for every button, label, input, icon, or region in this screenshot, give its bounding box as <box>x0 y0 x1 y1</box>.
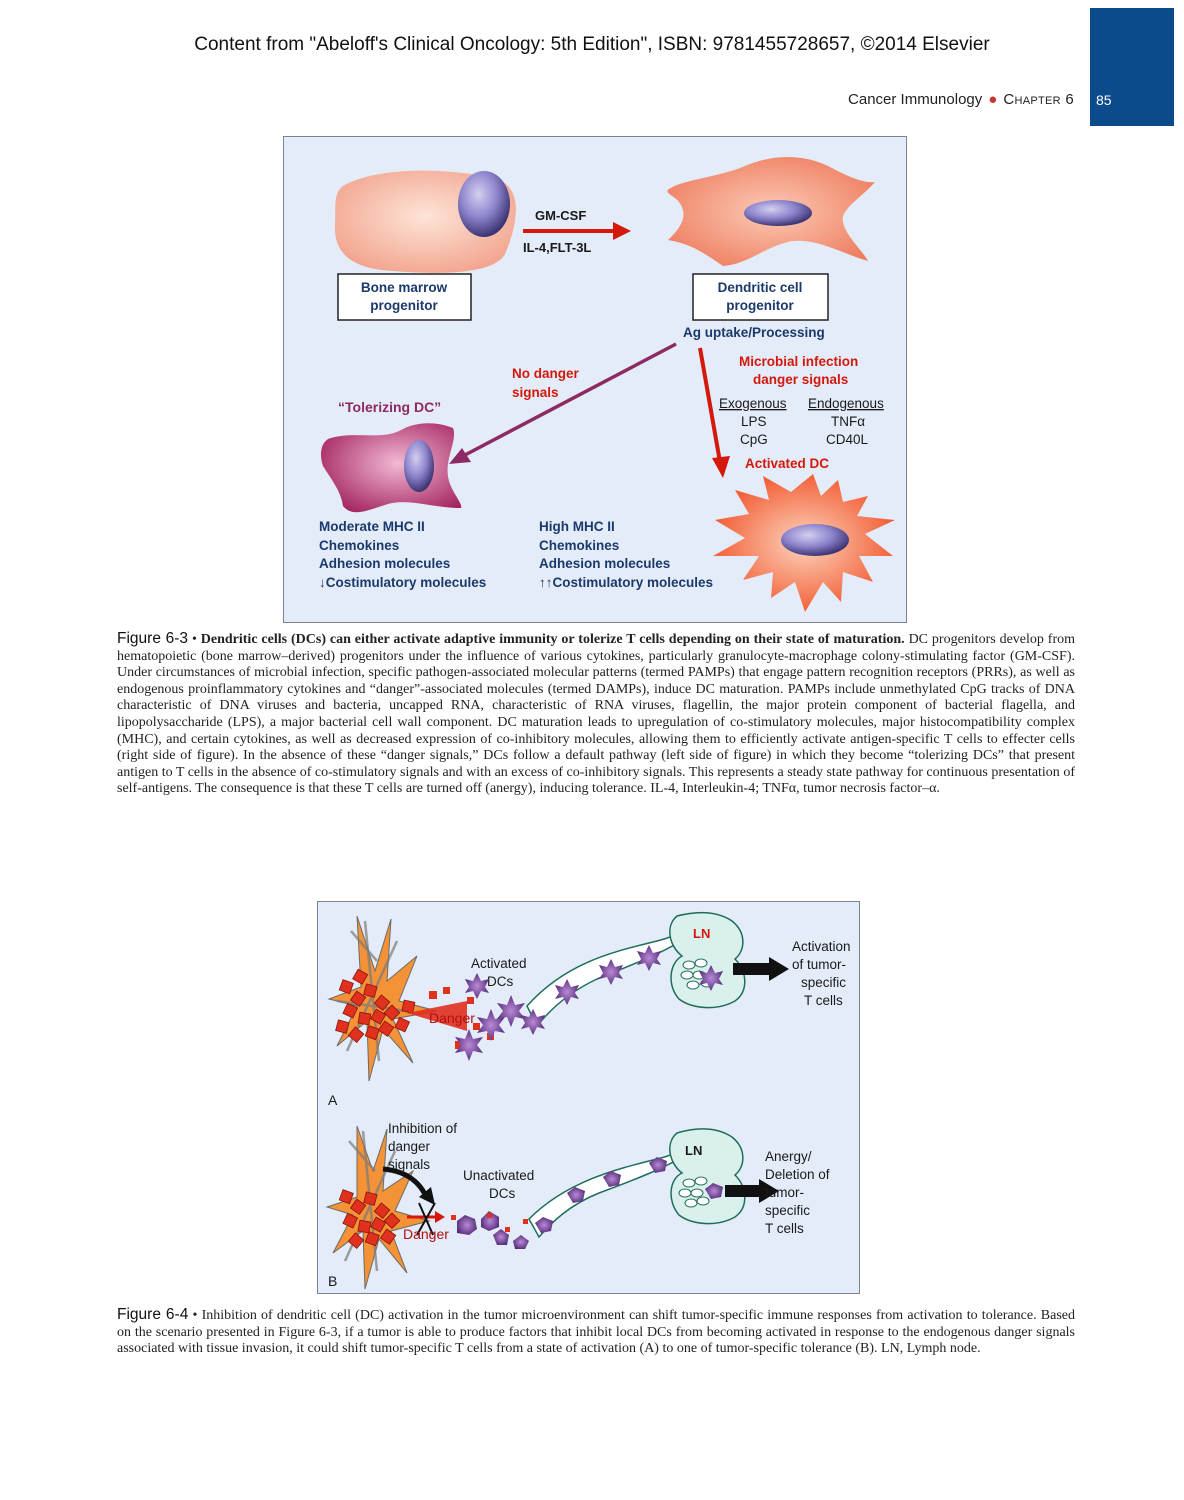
page-tab <box>1090 8 1174 126</box>
running-head: Cancer Immunology ● Chapter 6 <box>848 91 1074 108</box>
activated-dc-label: Activated DC <box>745 456 829 471</box>
danger-label-a: Danger <box>429 1010 475 1026</box>
arrowhead-icon <box>759 1179 779 1203</box>
result-arrow-b <box>725 1185 759 1197</box>
caption-title: Dendritic cells (DCs) can either activat… <box>200 632 905 647</box>
right-marker-1: High MHC II <box>539 519 615 534</box>
dc-progenitor-box <box>692 273 829 321</box>
bullet-icon: • <box>191 632 201 647</box>
copyright-notice: Content from "Abeloff's Clinical Oncolog… <box>194 34 990 55</box>
cpg-label: CpG <box>740 432 768 447</box>
dc-progenitor-label-2: progenitor <box>726 298 794 313</box>
tnfa-label: TNFα <box>831 414 865 429</box>
nucleus-icon <box>781 524 849 556</box>
result-a-3: specific <box>801 975 846 990</box>
endogenous-header: Endogenous <box>808 396 884 411</box>
left-marker-3: Adhesion molecules <box>319 556 450 571</box>
caption-body: DC progenitors develop from hematopoieti… <box>117 632 1076 797</box>
exogenous-header: Exogenous <box>719 396 787 411</box>
left-marker-2: Chemokines <box>319 538 399 553</box>
inhibition-label-1: Inhibition of <box>388 1121 457 1136</box>
left-marker-1: Moderate MHC II <box>319 519 425 534</box>
panel-a-label: A <box>328 1092 338 1108</box>
dc-progenitor-label-1: Dendritic cell <box>718 280 803 295</box>
result-b-5: T cells <box>765 1221 804 1236</box>
lps-label: LPS <box>741 414 767 429</box>
caption-body: Inhibition of dendritic cell (DC) activa… <box>117 1308 1075 1357</box>
arrowhead-icon <box>435 1211 445 1223</box>
ag-uptake-label: Ag uptake/Processing <box>683 325 825 340</box>
ln-label-b: LN <box>685 1143 702 1158</box>
unactivated-label-2: DCs <box>489 1186 515 1201</box>
result-b-4: specific <box>765 1203 810 1218</box>
figure-6-4-caption: Figure 6-4 • Inhibition of dendritic cel… <box>117 1306 1075 1358</box>
caption-label: Figure 6-3 <box>117 630 189 647</box>
result-b-2: Deletion of <box>765 1167 830 1182</box>
result-b-3: tumor- <box>765 1185 804 1200</box>
gm-csf-label: GM-CSF <box>535 208 586 223</box>
result-a-2: of tumor- <box>792 957 846 972</box>
arrowhead-icon <box>613 222 631 240</box>
danger-wedge <box>407 1001 467 1031</box>
right-marker-4: ↑↑Costimulatory molecules <box>539 575 713 590</box>
figure-6-3: GM-CSF IL-4,FLT-3L Bone marrow progenito… <box>283 136 907 623</box>
t-cells-b <box>678 1176 710 1208</box>
tolerizing-dc-cell <box>320 423 462 513</box>
figure-6-3-caption: Figure 6-3 • Dendritic cells (DCs) can e… <box>117 630 1076 821</box>
unactivated-label-1: Unactivated <box>463 1168 534 1183</box>
result-b-1: Anergy/ <box>765 1149 812 1164</box>
arrowhead-icon <box>449 448 471 464</box>
activation-arrow <box>698 347 722 463</box>
tumor-cells-b <box>338 1189 401 1250</box>
right-marker-2: Chemokines <box>539 538 619 553</box>
result-a-1: Activation <box>792 939 851 954</box>
microbial-label-1: Microbial infection <box>739 354 858 369</box>
arrowhead-icon <box>712 456 730 478</box>
activated-dcs-label-1: Activated <box>471 956 527 971</box>
danger-particles-b <box>451 1213 528 1232</box>
running-title: Cancer Immunology <box>848 91 983 108</box>
activated-dcs-label-2: DCs <box>487 974 513 989</box>
page-number: 85 <box>1096 92 1112 108</box>
figure-6-4: Danger Activated DCs LN Activation of tu… <box>317 901 860 1294</box>
inhibition-label-3: signals <box>388 1157 430 1172</box>
nucleus-icon <box>458 171 510 237</box>
block-x-icon <box>416 1202 436 1236</box>
unactivated-dc-icons <box>457 1157 723 1249</box>
activated-dc-icons <box>455 945 723 1061</box>
bullet-icon: • <box>192 1308 202 1323</box>
ln-label-a: LN <box>693 926 710 941</box>
tolerizing-dc-label: “Tolerizing DC” <box>338 399 441 415</box>
lymph-node-b <box>669 1128 746 1225</box>
bone-marrow-box <box>337 273 472 321</box>
cd40l-label: CD40L <box>826 432 869 447</box>
bullet-icon: ● <box>988 91 998 108</box>
no-danger-label-1: No danger <box>512 366 580 381</box>
panel-b-label: B <box>328 1273 337 1289</box>
nucleus-icon <box>404 440 434 492</box>
right-marker-3: Adhesion molecules <box>539 556 670 571</box>
chapter-label: Chapter 6 <box>1003 91 1074 108</box>
danger-label-b: Danger <box>403 1226 449 1242</box>
no-danger-arrow <box>464 342 677 457</box>
arrowhead-icon <box>419 1187 435 1205</box>
left-marker-4: ↓Costimulatory molecules <box>319 575 486 590</box>
tumor-cells <box>335 968 416 1044</box>
bone-marrow-label-2: progenitor <box>370 298 438 313</box>
nucleus-icon <box>744 200 812 226</box>
microbial-label-2: danger signals <box>753 372 848 387</box>
bone-marrow-label-1: Bone marrow <box>361 280 448 295</box>
result-arrow-a <box>733 963 769 975</box>
no-danger-label-2: signals <box>512 385 559 400</box>
inhibition-label-2: danger <box>388 1139 431 1154</box>
il4-flt3l-label: IL-4,FLT-3L <box>523 240 591 255</box>
result-a-4: T cells <box>804 993 843 1008</box>
caption-label: Figure 6-4 <box>117 1306 189 1323</box>
arrowhead-icon <box>769 957 789 981</box>
